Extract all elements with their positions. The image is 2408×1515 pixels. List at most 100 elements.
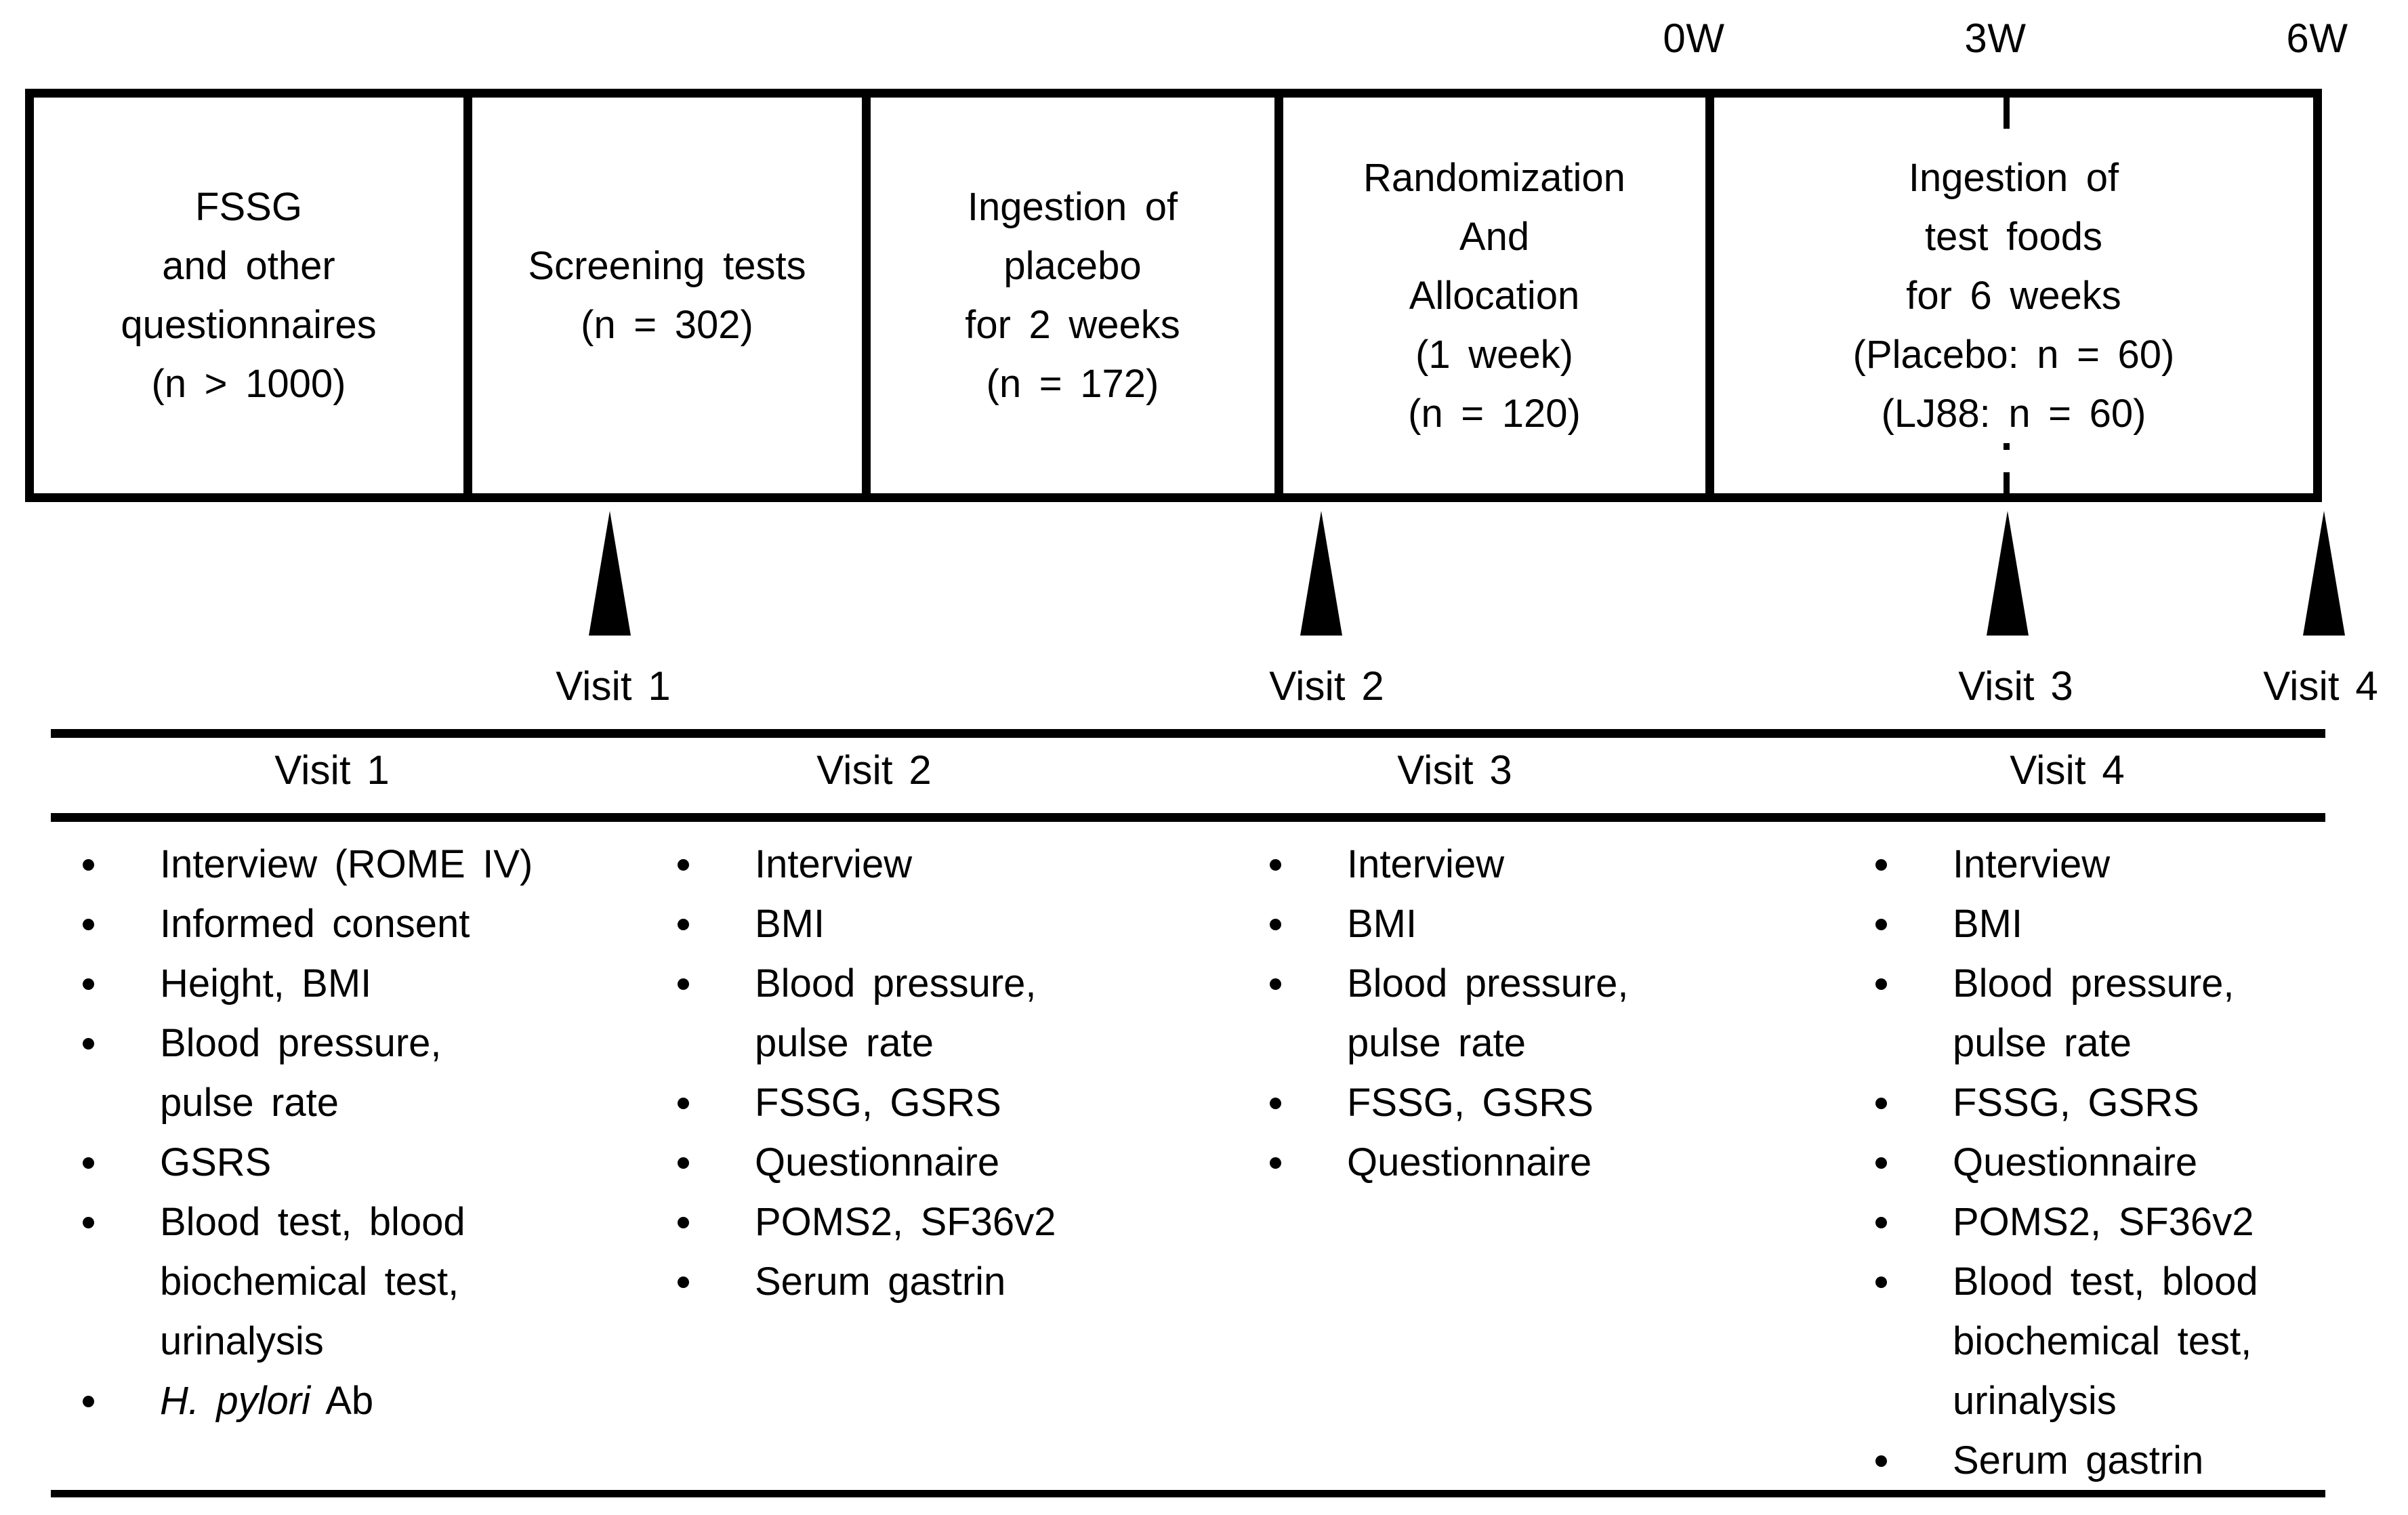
schedule-item: Height, BMI — [83, 954, 618, 1014]
h-pylori-italic: H. pylori — [160, 1379, 310, 1423]
bullet-icon — [1875, 1455, 1887, 1467]
bullet-icon — [1270, 978, 1281, 990]
visit-4-column: Interview BMI Blood pressure, pulse rate… — [1875, 835, 2408, 1491]
visit-3-marker-label: Visit 3 — [1958, 663, 2073, 709]
schedule-item-text: Informed consent — [160, 902, 470, 946]
bullet-icon — [678, 859, 689, 871]
phase-box-text: Randomization And Allocation (1 week) (n… — [1363, 155, 1625, 436]
bullet-icon — [1875, 978, 1887, 990]
bullet-icon — [678, 1217, 689, 1228]
table-header-visit-4: Visit 4 — [2010, 747, 2125, 793]
schedule-item: FSSG, GSRS — [1875, 1073, 2408, 1133]
bullet-icon — [1270, 1098, 1281, 1109]
schedule-item-text: POMS2, SF36v2 — [755, 1200, 1056, 1244]
schedule-item-text: Interview — [1347, 842, 1505, 886]
schedule-item: FSSG, GSRS — [1270, 1073, 1805, 1133]
table-header-visit-3: Visit 3 — [1397, 747, 1512, 793]
phase-box-screening: Screening tests (n = 302) — [472, 98, 862, 493]
schedule-item-text: Blood test, blood biochemical test, urin… — [160, 1200, 465, 1363]
visit-4-arrow-icon — [2303, 511, 2345, 636]
schedule-item: POMS2, SF36v2 — [1875, 1192, 2408, 1252]
schedule-item: Questionnaire — [1270, 1133, 1805, 1192]
schedule-item: Blood pressure, pulse rate — [1270, 954, 1805, 1073]
week-label-3w: 3W — [1964, 16, 2027, 61]
bullet-icon — [1875, 919, 1887, 930]
bullet-icon — [678, 978, 689, 990]
schedule-item-text: Questionnaire — [1347, 1140, 1592, 1184]
schedule-item: Interview — [678, 835, 1213, 894]
schedule-item-text: BMI — [755, 902, 825, 946]
visit-1-arrow-icon — [589, 511, 631, 636]
phase-box-test-foods: Ingestion of test foods for 6 weeks (Pla… — [1714, 98, 2313, 493]
schedule-item-text: H. pylori Ab — [160, 1371, 373, 1431]
schedule-item: Blood test, blood biochemical test, urin… — [1875, 1252, 2408, 1431]
phase-box-placebo-run-in: Ingestion of placebo for 2 weeks (n = 17… — [871, 98, 1274, 493]
schedule-item-text: Serum gastrin — [1953, 1438, 2204, 1482]
phase-box-questionnaires: FSSG and other questionnaires (n > 1000) — [34, 98, 463, 493]
schedule-item: Questionnaire — [678, 1133, 1213, 1192]
schedule-item: Questionnaire — [1875, 1133, 2408, 1192]
schedule-item-text: BMI — [1347, 902, 1417, 946]
schedule-item-text: Serum gastrin — [755, 1260, 1006, 1304]
visit-3-column: Interview BMI Blood pressure, pulse rate… — [1270, 835, 1805, 1192]
schedule-item: Blood test, blood biochemical test, urin… — [83, 1192, 618, 1371]
bullet-icon — [1875, 1217, 1887, 1228]
bullet-icon — [83, 978, 94, 990]
schedule-item: FSSG, GSRS — [678, 1073, 1213, 1133]
phase-box-randomization: Randomization And Allocation (1 week) (n… — [1283, 98, 1705, 493]
phase-divider — [1274, 98, 1283, 493]
visit-1-marker-label: Visit 1 — [556, 663, 671, 709]
table-header-visit-1: Visit 1 — [274, 747, 390, 793]
schedule-item-text: Interview — [1953, 842, 2111, 886]
visit-2-marker-label: Visit 2 — [1269, 663, 1384, 709]
schedule-item: Interview — [1270, 835, 1805, 894]
schedule-item: H. pylori Ab — [83, 1371, 618, 1431]
week-label-6w: 6W — [2286, 16, 2348, 61]
schedule-item-text: GSRS — [160, 1140, 272, 1184]
schedule-item: BMI — [678, 894, 1213, 954]
schedule-item: Interview — [1875, 835, 2408, 894]
phase-box-text: Screening tests (n = 302) — [528, 244, 806, 347]
phase-divider — [862, 98, 871, 493]
schedule-item-text: Blood pressure, pulse rate — [160, 1021, 442, 1125]
schedule-item: Informed consent — [83, 894, 618, 954]
schedule-item: GSRS — [83, 1133, 618, 1192]
schedule-item-text: Blood pressure, pulse rate — [1347, 961, 1629, 1065]
bullet-icon — [83, 859, 94, 871]
bullet-icon — [83, 919, 94, 930]
table-header-visit-2: Visit 2 — [816, 747, 932, 793]
phase-divider — [1705, 98, 1714, 493]
bullet-icon — [83, 1038, 94, 1050]
bullet-icon — [678, 1098, 689, 1109]
bullet-icon — [1875, 859, 1887, 871]
bullet-icon — [1875, 1277, 1887, 1288]
schedule-item-text: FSSG, GSRS — [755, 1081, 1001, 1125]
h-pylori-rest: Ab — [310, 1379, 374, 1423]
schedule-item-text: FSSG, GSRS — [1953, 1081, 2199, 1125]
schedule-item: POMS2, SF36v2 — [678, 1192, 1213, 1252]
table-top-rule — [51, 729, 2325, 738]
table-bottom-rule — [51, 1490, 2325, 1497]
schedule-item: Serum gastrin — [1875, 1431, 2408, 1491]
visit-1-column: Interview (ROME IV) Informed consent Hei… — [83, 835, 618, 1431]
schedule-item-text: BMI — [1953, 902, 2023, 946]
schedule-item-text: Interview — [755, 842, 913, 886]
bullet-icon — [678, 919, 689, 930]
week-label-0w: 0W — [1663, 16, 1725, 61]
schedule-item-text: Questionnaire — [1953, 1140, 2198, 1184]
visit-4-marker-label: Visit 4 — [2263, 663, 2378, 709]
bullet-icon — [678, 1277, 689, 1288]
bullet-icon — [678, 1157, 689, 1169]
bullet-icon — [1875, 1098, 1887, 1109]
visit-2-column: Interview BMI Blood pressure, pulse rate… — [678, 835, 1213, 1312]
schedule-item: Blood pressure, pulse rate — [1875, 954, 2408, 1073]
table-header-rule — [51, 813, 2325, 822]
schedule-item-text: Blood pressure, pulse rate — [1953, 961, 2235, 1065]
schedule-item: Blood pressure, pulse rate — [678, 954, 1213, 1073]
bullet-icon — [1270, 1157, 1281, 1169]
bullet-icon — [83, 1217, 94, 1228]
bullet-icon — [1875, 1157, 1887, 1169]
bullet-icon — [1270, 919, 1281, 930]
bullet-icon — [1270, 859, 1281, 871]
schedule-item-text: Questionnaire — [755, 1140, 1000, 1184]
